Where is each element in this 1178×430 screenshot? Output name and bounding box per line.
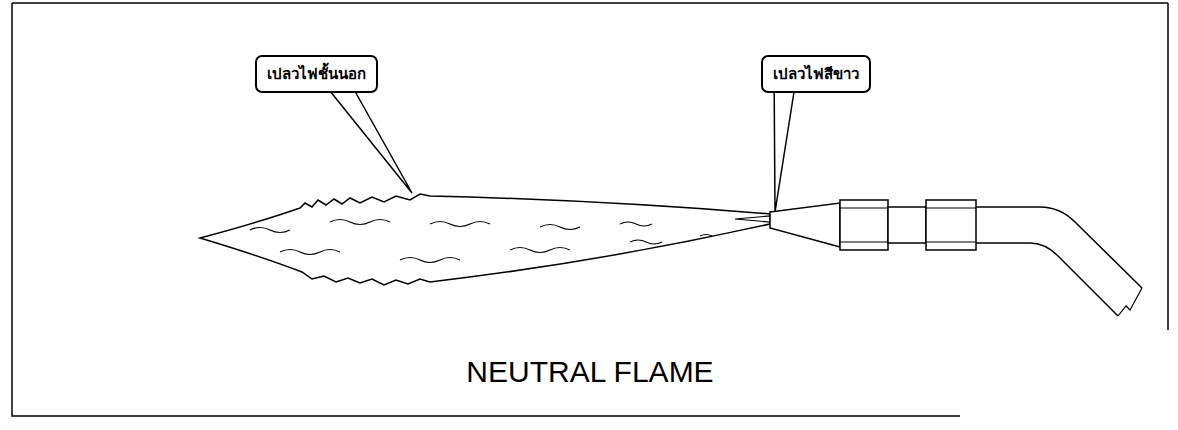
callout-box: เปลวไฟสีขาว	[761, 55, 871, 93]
leader-line	[774, 92, 794, 212]
diagram-title: NEUTRAL FLAME	[466, 355, 713, 389]
callout-label: เปลวไฟชั้นนอก	[267, 65, 366, 83]
callout-label: เปลวไฟสีขาว	[773, 65, 859, 83]
leader-line	[331, 92, 412, 193]
callout-box: เปลวไฟชั้นนอก	[255, 55, 378, 93]
